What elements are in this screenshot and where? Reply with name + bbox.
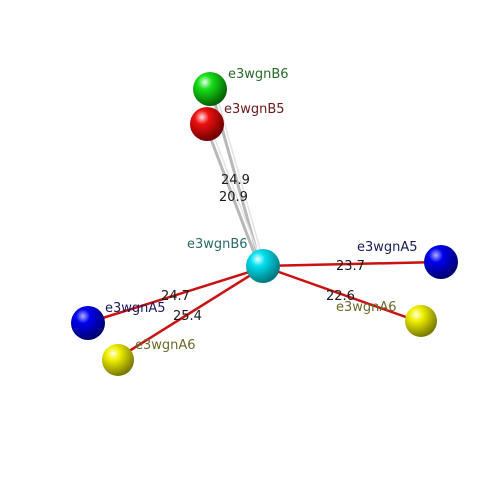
label-red: e3wgnB5 <box>224 102 285 117</box>
label-yellow-left: e3wgnA6 <box>135 338 196 353</box>
atom-yellow-left[interactable] <box>102 344 134 376</box>
label-yellow-right: e3wgnA6 <box>336 300 397 315</box>
label-green: e3wgnB6 <box>228 67 289 82</box>
bond-center-yellow-left <box>117 266 263 360</box>
distance-green: 24.9 <box>221 173 250 188</box>
atom-red[interactable] <box>190 107 224 141</box>
bond-center-red <box>204 125 261 259</box>
distance-yellow-right: 22.6 <box>326 289 355 304</box>
distance-yellow-left: 25.4 <box>173 309 202 324</box>
distance-blue-left: 24.7 <box>161 289 190 304</box>
bond-center-blue-left <box>89 266 263 324</box>
label-blue-left: e3wgnA5 <box>105 301 166 316</box>
bond-center-yellow-right <box>261 264 421 324</box>
label-blue-right: e3wgnA5 <box>357 240 418 255</box>
bond-center-blue-right <box>261 260 441 268</box>
atom-green[interactable] <box>193 72 227 106</box>
atom-yellow-right[interactable] <box>405 305 437 337</box>
label-center: e3wgnB6 <box>187 237 248 252</box>
atom-blue-right[interactable] <box>424 245 458 279</box>
distance-blue-right: 23.7 <box>336 259 365 274</box>
atom-center[interactable] <box>246 249 280 283</box>
atom-blue-left[interactable] <box>71 306 105 340</box>
distance-red: 20.9 <box>219 190 248 205</box>
